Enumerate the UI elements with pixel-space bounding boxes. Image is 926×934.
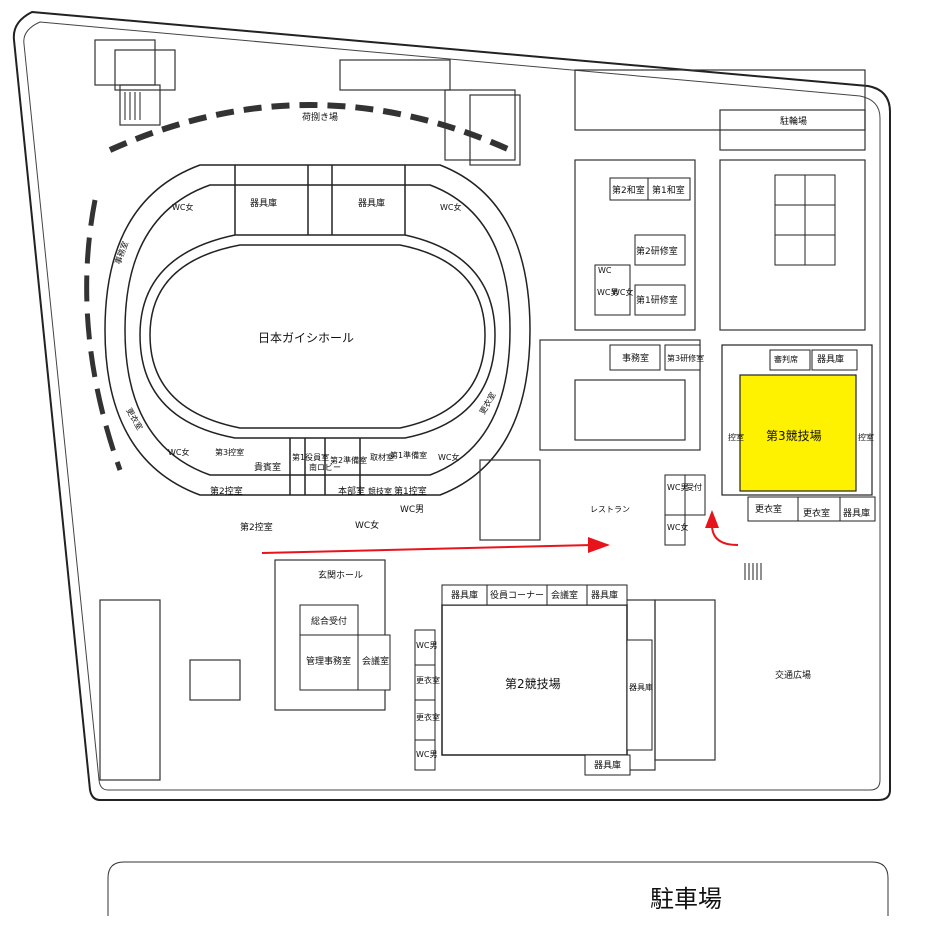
- label-dai2-hikae-a: 第2控室: [210, 485, 243, 497]
- route-arrow-turn: [705, 510, 739, 546]
- label-kigu-e: 器具庫: [591, 589, 618, 601]
- label-minami-lobby: 南ロビー: [309, 462, 341, 472]
- label-dai1-kenshu: 第1研修室: [636, 294, 678, 306]
- label-shinpan: 審判席: [774, 354, 798, 364]
- label-hikae-l: 控室: [728, 432, 744, 442]
- label-kihin: 貴賓室: [254, 461, 281, 473]
- label-dai1-wa: 第1和室: [652, 184, 685, 196]
- label-wc-vm: WC男: [597, 288, 619, 297]
- label-wc-right: WC女: [440, 202, 462, 212]
- label-kigu-3: 器具庫: [817, 353, 844, 365]
- label-kigu-d: 器具庫: [451, 589, 478, 601]
- label-wc-m: WC男: [400, 504, 424, 515]
- label-dai2-kenshu: 第2研修室: [636, 245, 678, 257]
- label-wc-small: WC: [598, 266, 612, 275]
- label-jimushitsu: 事務室: [622, 352, 649, 364]
- label-restaurant: レストラン: [590, 505, 630, 514]
- label-kaigi-b: 会議室: [362, 655, 389, 667]
- structure-lines: [94, 39, 866, 781]
- stairs: [124, 92, 762, 580]
- label-parking-bottom: 駐車場: [650, 885, 722, 913]
- label-sougou: 総合受付: [311, 615, 347, 627]
- label-parking-top: 駐輪場: [780, 115, 807, 127]
- label-shuzai: 取材室: [370, 452, 394, 462]
- label-dai1-yakuin: 第1役員室: [292, 452, 329, 462]
- parking-outline: [107, 861, 889, 916]
- label-hikae-r: 控室: [858, 432, 874, 442]
- label-nishiki: 荷捌き場: [302, 111, 338, 123]
- label-wc-vf: WC女: [612, 287, 634, 297]
- label-dai1-junbi: 第1準備室: [390, 450, 427, 460]
- label-wc-lr: WC女: [438, 452, 460, 462]
- arena3-highlight: [739, 374, 857, 492]
- label-kigu-v: 器具庫: [629, 682, 653, 692]
- label-jimu-left: 事務室: [112, 240, 130, 266]
- label-uketsuke: 受付: [686, 482, 702, 492]
- label-dai2-junbi: 第2準備室: [330, 455, 367, 465]
- label-koui-v1: 更衣室: [416, 675, 440, 685]
- label-wc-f: WC女: [355, 519, 379, 531]
- label-wc-v3: WC男: [416, 750, 438, 759]
- label-dai3-hikae: 第3控室: [215, 447, 244, 457]
- arena3-rooms: [664, 349, 876, 546]
- label-koui-b: 更衣室: [803, 507, 830, 519]
- label-koui-a: 更衣室: [755, 503, 782, 515]
- label-kyougi: 競技室: [368, 486, 392, 496]
- label-kigu-ne: 器具庫: [358, 197, 385, 209]
- ne-building: [594, 174, 836, 371]
- route-arrow-main: [261, 537, 610, 554]
- label-koui-left: 更衣室: [124, 406, 145, 432]
- label-dai1-hikae: 第1控室: [394, 485, 427, 497]
- label-wc-fem-r: WC女: [667, 522, 689, 532]
- label-kigu-f: 器具庫: [594, 759, 621, 771]
- label-koutsu: 交通広場: [775, 669, 811, 681]
- label-genkan: 玄関ホール: [318, 569, 363, 581]
- label-kigu-c: 器具庫: [843, 507, 870, 519]
- label-koui-v2: 更衣室: [416, 712, 440, 722]
- arena3-outer: [721, 344, 873, 496]
- arena2: [441, 604, 628, 756]
- label-dai2-wa: 第2和室: [612, 184, 645, 196]
- arena2-rooms: [299, 584, 653, 776]
- label-wc-left: WC女: [172, 202, 194, 212]
- label-wc-men-r: WC男: [667, 483, 689, 492]
- label-main-hall: 日本ガイシホール: [258, 331, 354, 345]
- label-dai2-hikae-b: 第2控室: [240, 521, 273, 533]
- label-honbu: 本部室: [338, 485, 365, 497]
- label-yakuin-corner: 役員コーナー: [490, 589, 544, 601]
- label-kanri: 管理事務室: [306, 655, 351, 667]
- label-wc-male-v: WC男: [416, 641, 438, 650]
- label-arena2: 第2競技場: [505, 676, 561, 691]
- site-boundary: [12, 10, 891, 801]
- label-kigu-nw: 器具庫: [250, 197, 277, 209]
- label-arena3: 第3競技場: [766, 428, 822, 443]
- main-arena: [84, 102, 531, 496]
- label-dai3-kenshu: 第3研修室: [667, 353, 704, 363]
- label-kaigi-a: 会議室: [551, 589, 578, 601]
- label-wc-ll: WC女: [168, 447, 190, 457]
